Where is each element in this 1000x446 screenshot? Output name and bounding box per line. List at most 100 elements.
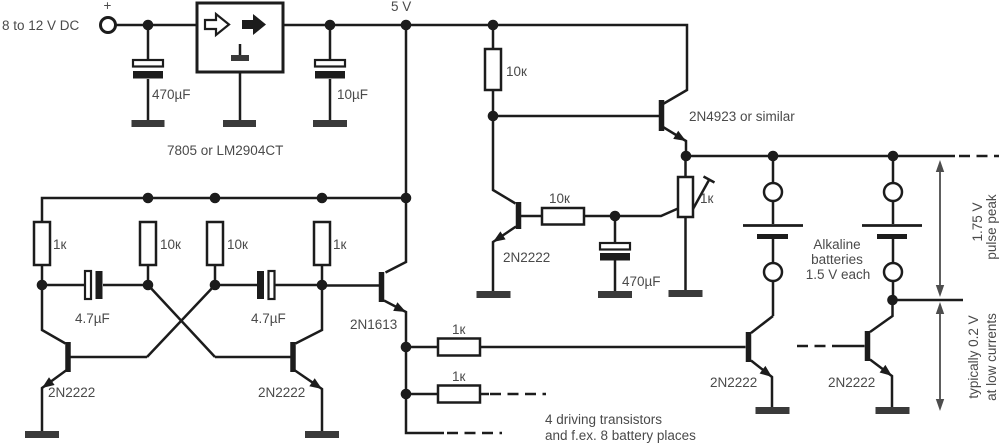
wire-feedback-collector: [491, 116, 517, 205]
ground-pot: [668, 290, 703, 297]
ground-feedback-cap: [598, 291, 632, 298]
junction-dot: [36, 279, 48, 291]
measure-pulse-label-1: 1.75 V: [970, 202, 985, 241]
junction-dot: [400, 192, 412, 204]
transistor-feedback-emitter-arrow: [493, 231, 506, 242]
ground-osc-left: [25, 431, 59, 438]
junction-dot: [609, 210, 621, 222]
capacitor-osc-right-plate-neg: [257, 271, 264, 299]
transistor-2n4923-label: 2N4923 or similar: [689, 109, 795, 124]
junction-dot: [316, 192, 328, 204]
measure-low-label-1: typically 0.2 V: [966, 315, 981, 398]
measure-arrow-low-top-icon: [935, 302, 945, 314]
ground-driver-1: [755, 407, 790, 414]
capacitor-input-plate-neg: [133, 71, 163, 79]
battery-2-contact-top: [882, 181, 904, 203]
junction-dot: [316, 279, 328, 291]
resistor-osc-label-3: 10к: [227, 237, 248, 252]
capacitor-output-label: 10µF: [337, 87, 368, 102]
junction-dot: [680, 150, 692, 162]
transistor-2n1613-emitter-arrow: [393, 302, 406, 312]
battery-2-contact-bottom: [882, 261, 904, 283]
junction-dot: [487, 110, 499, 122]
transistor-driver-2-emitter-arrow: [879, 364, 892, 376]
capacitor-input-label: 470µF: [152, 87, 191, 102]
capacitor-osc-left-plate-neg: [95, 271, 103, 299]
measure-arrow-pulse-top-icon: [935, 160, 945, 172]
battery-note-line1: Alkaline: [813, 237, 860, 252]
resistor-drive-2: [436, 384, 482, 404]
measure-low-label-2: at low currents: [984, 313, 999, 401]
resistor-osc-1k-left: [32, 220, 52, 267]
capacitor-output-plate-pos: [313, 58, 347, 68]
voltage-regulator: 7805 or LM2904CT: [167, 1, 285, 158]
transistor-driver-1-collector: [750, 315, 774, 334]
resistor-feedback-10k: [540, 206, 586, 226]
wire-5v-rail: [283, 23, 689, 106]
capacitor-osc-left-plate-pos: [83, 269, 93, 301]
regulator-label: 7805 or LM2904CT: [167, 143, 283, 158]
transistor-osc-left-label: 2N2222: [48, 385, 95, 400]
battery-driver-2: 2N2222: [797, 300, 910, 414]
driver-note-line2: and f.ex. 8 battery places: [545, 428, 696, 443]
transistor-osc-left-emitter-arrow: [42, 377, 55, 388]
driver-note-line1: 4 driving transistors: [545, 412, 662, 427]
battery-1-contact-top: [762, 181, 784, 203]
resistor-drive-1: [436, 337, 482, 357]
battery-note-line2: batteries: [811, 252, 863, 267]
transistor-2n4923-emitter-arrow: [673, 130, 686, 141]
pass-transistor-2n4923: 2N4923 or similar: [658, 100, 795, 156]
feedback-network: 2N2222 10к 470µF 1к: [476, 116, 716, 298]
junction-dots: [36, 19, 899, 400]
transistor-2n4923-emitter: [662, 125, 688, 156]
input-voltage-label: 8 to 12 V DC: [2, 18, 80, 33]
measurement-annotations: 1.75 V pulse peak typically 0.2 V at low…: [935, 160, 999, 411]
wire-5v-down-to-2n1613: [384, 25, 408, 274]
resistor-osc-1k-right: [312, 220, 332, 267]
regulator-arrow-in-icon: [203, 11, 231, 38]
junction-dot: [209, 192, 221, 204]
power-input-section: 8 to 12 V DC + 470µF: [2, 0, 197, 127]
capacitor-osc-right-label: 4.7µF: [251, 311, 286, 326]
capacitor-osc-left-label: 4.7µF: [75, 311, 110, 326]
junction-dot: [142, 192, 154, 204]
junction-dot: [887, 150, 899, 162]
five-volt-rail: 10µF 5 V 10к: [283, 0, 689, 274]
regulator-box: [195, 1, 285, 74]
resistor-osc-label-1: 1к: [53, 237, 67, 252]
transistor-driver-1-emitter-arrow: [759, 365, 772, 377]
junction-dot: [400, 341, 412, 353]
battery-note-line3: 1.5 V each: [806, 267, 871, 282]
ground-output-cap: [313, 120, 347, 127]
transistor-osc-right-emitter: [294, 369, 324, 431]
battery-1-contact-bottom: [762, 261, 784, 283]
junction-dot: [324, 19, 336, 31]
rail-voltage-label: 5 V: [391, 0, 411, 14]
junction-dot: [142, 19, 154, 31]
trimmer-pot-label: 1к: [700, 191, 714, 206]
resistor-drive-1-label: 1к: [452, 322, 466, 337]
junction-dot: [767, 150, 779, 162]
measure-arrow-pulse-bottom-icon: [935, 285, 945, 297]
resistor-drive-2-label: 1к: [452, 369, 466, 384]
astable-multivibrator: 1к 10к 10к 1к 4.7µF 4.7µF 2N2222 2N2222: [25, 196, 406, 438]
capacitor-feedback-plate-neg: [600, 253, 630, 261]
trimmer-pot-adjust-icon: [691, 175, 716, 210]
resistor-osc-10k-left: [138, 220, 158, 267]
capacitor-feedback-plate-pos: [598, 241, 632, 251]
transistor-osc-right-emitter-arrow: [309, 378, 322, 389]
transistor-osc-right-label: 2N2222: [258, 385, 305, 400]
transistor-osc-left-emitter: [40, 369, 67, 431]
trimmer-pot-1k: [676, 175, 695, 219]
transistor-driver-1-label: 2N2222: [710, 375, 757, 390]
resistor-osc-10k-right: [205, 220, 225, 267]
transistor-driver-2-collector: [869, 300, 894, 334]
ground-input-cap: [131, 120, 165, 127]
resistor-pullup-10k: [483, 47, 503, 92]
junction-dot: [487, 19, 499, 31]
transistor-osc-left-collector: [40, 285, 67, 345]
buffer-stage-2n1613: 2N1613 1к 1к 4 driving transistors and f…: [322, 272, 746, 443]
regulator-arrow-out-icon: [242, 14, 266, 35]
